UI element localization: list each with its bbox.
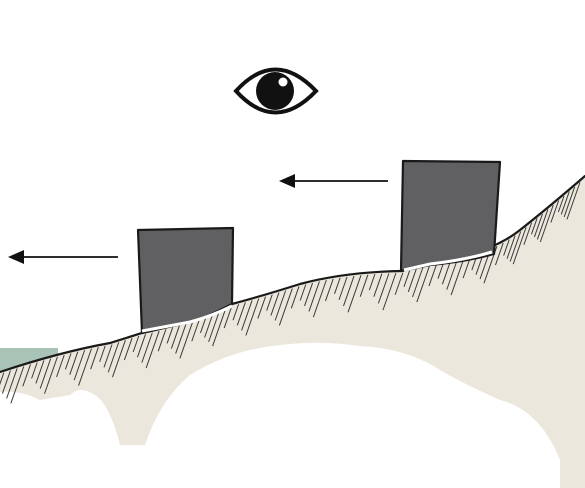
hatch-stroke bbox=[368, 273, 376, 291]
hatch-stroke bbox=[560, 191, 570, 215]
hatch-stroke bbox=[338, 276, 348, 301]
hatch-stroke bbox=[359, 274, 369, 297]
hatch-stroke bbox=[137, 334, 147, 358]
hatch-stroke bbox=[403, 270, 411, 287]
hatch-stroke bbox=[533, 213, 543, 238]
hatch-stroke bbox=[132, 335, 140, 353]
hatch-stroke bbox=[412, 266, 424, 298]
eye-icon bbox=[233, 67, 319, 115]
hatch-stroke bbox=[208, 311, 220, 343]
terrain-hatching bbox=[0, 182, 581, 404]
hatch-stroke bbox=[6, 368, 18, 399]
hatch-stroke bbox=[175, 323, 187, 354]
arrow-left-icon bbox=[279, 174, 388, 188]
hatch-stroke bbox=[64, 353, 72, 370]
hatch-stroke bbox=[99, 345, 106, 363]
hatch-stroke bbox=[39, 358, 52, 389]
hatch-stroke bbox=[450, 257, 465, 296]
arrow-left-icon bbox=[8, 250, 118, 264]
hatch-stroke bbox=[347, 275, 362, 313]
hatch-stroke bbox=[35, 360, 45, 384]
hatch-stroke bbox=[566, 182, 581, 220]
hatch-stroke bbox=[373, 273, 383, 297]
hatch-stroke bbox=[31, 362, 38, 379]
hatch-stroke bbox=[56, 354, 65, 378]
hatch-stroke bbox=[157, 329, 167, 352]
hillside-terrain bbox=[0, 176, 585, 488]
hatch-stroke bbox=[334, 277, 341, 294]
hatch-stroke bbox=[274, 290, 287, 321]
hatch-stroke bbox=[494, 242, 504, 266]
hatch-stroke bbox=[270, 292, 280, 316]
hatch-stroke bbox=[304, 282, 314, 307]
hatch-stroke bbox=[563, 186, 576, 218]
hatch-stroke bbox=[236, 302, 246, 326]
hatch-stroke bbox=[377, 273, 390, 304]
hatch-stroke bbox=[22, 364, 31, 387]
hatch-stroke bbox=[90, 347, 99, 370]
hatch-stroke bbox=[506, 235, 516, 259]
hatch-stroke bbox=[223, 305, 233, 329]
hatch-stroke bbox=[523, 222, 533, 245]
hatch-stroke bbox=[536, 209, 549, 240]
hatch-stroke bbox=[232, 304, 240, 321]
building-lower-base-highlight bbox=[141, 304, 233, 333]
hatch-stroke bbox=[325, 278, 334, 302]
hatch-stroke bbox=[441, 261, 451, 285]
hatch-stroke bbox=[123, 337, 133, 361]
hatch-stroke bbox=[343, 275, 355, 307]
hatch-stroke bbox=[245, 298, 260, 336]
hatch-stroke bbox=[141, 332, 153, 363]
hatch-stroke bbox=[312, 279, 327, 318]
hatch-stroke bbox=[257, 296, 267, 319]
terrain-surface-line bbox=[0, 174, 585, 374]
hatch-stroke bbox=[1, 370, 11, 394]
hatch-stroke bbox=[111, 340, 126, 378]
hatch-stroke bbox=[278, 288, 293, 326]
hatch-stroke bbox=[407, 268, 417, 293]
hatch-stroke bbox=[191, 319, 200, 342]
hatch-stroke bbox=[437, 262, 445, 279]
hatch-stroke bbox=[550, 200, 560, 223]
hatch-stroke bbox=[512, 226, 527, 265]
hatch-stroke bbox=[179, 321, 194, 359]
hatch-stroke bbox=[308, 281, 320, 312]
hatch-stroke bbox=[539, 204, 554, 243]
hatch-stroke bbox=[530, 218, 538, 235]
hatch-stroke bbox=[170, 325, 180, 349]
hatch-stroke bbox=[10, 366, 25, 404]
hatch-stroke bbox=[200, 316, 207, 334]
hatch-stroke bbox=[241, 300, 253, 331]
hatch-stroke bbox=[394, 272, 404, 295]
hatch-stroke bbox=[428, 263, 438, 287]
hatch-stroke bbox=[204, 314, 214, 338]
hatch-stroke bbox=[299, 284, 307, 301]
building-upper-base-highlight bbox=[403, 250, 493, 272]
hatch-stroke bbox=[212, 308, 227, 347]
hatch-stroke bbox=[166, 327, 174, 344]
hatch-stroke bbox=[557, 195, 565, 213]
hatch-stroke bbox=[416, 264, 431, 303]
hatch-stroke bbox=[503, 239, 510, 256]
hatch-stroke bbox=[107, 342, 120, 373]
hatch-stroke bbox=[266, 294, 273, 311]
hatch-stroke bbox=[73, 349, 86, 381]
hatch-stroke bbox=[145, 330, 160, 369]
hatch-stroke bbox=[382, 272, 397, 311]
hatch-stroke bbox=[103, 344, 113, 368]
hatch-stroke bbox=[290, 286, 300, 309]
hatch-stroke bbox=[0, 372, 5, 386]
hatch-stroke bbox=[446, 259, 458, 290]
hatch-stroke bbox=[509, 231, 522, 262]
hatch-stroke bbox=[78, 348, 92, 386]
hatch-stroke bbox=[69, 351, 79, 375]
hatch-stroke bbox=[44, 356, 58, 394]
